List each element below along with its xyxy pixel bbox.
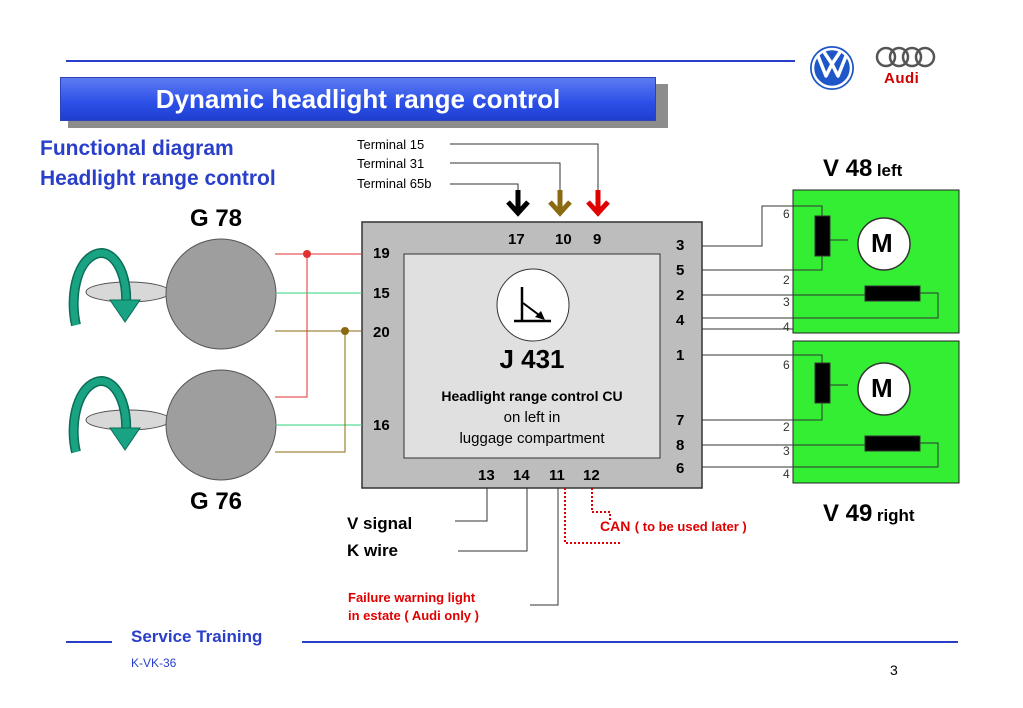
motor-v49-pin-2: 2: [783, 420, 790, 434]
pin-8: 8: [676, 437, 685, 454]
motor-v49-side: right: [876, 506, 915, 525]
terminal-leaders: [450, 143, 599, 192]
motor-v49-internals: [702, 354, 939, 468]
motor-v48-pin-4: 4: [783, 320, 790, 334]
motor-v49-code: V 49: [823, 500, 873, 527]
motor-v48-internals: [701, 205, 939, 330]
terminal-15-arrow-icon: [586, 190, 610, 217]
transistor-symbol-icon: [496, 268, 570, 342]
motor-v48-side: left: [876, 161, 903, 180]
pin-17: 17: [508, 231, 525, 248]
k-wire-label: K wire: [347, 541, 399, 560]
failure-warning-line-1: Failure warning light: [348, 590, 476, 605]
audi-rings-icon: [875, 46, 936, 68]
terminal-65b-arrow-icon: [506, 190, 530, 217]
sensor-g78-label: G 78: [190, 205, 243, 232]
control-unit-id: J 431: [499, 344, 565, 374]
sensor-g76-label: G 76: [190, 488, 243, 515]
footer-code: K-VK-36: [131, 656, 177, 670]
motor-v48-pin-3: 3: [783, 295, 790, 309]
pin-2: 2: [676, 287, 685, 304]
pin-16: 16: [373, 417, 390, 434]
pin-6: 6: [676, 460, 685, 477]
motor-v48-icon: [857, 217, 911, 271]
subtitle-line-1: Functional diagram: [40, 137, 234, 160]
failure-warning-line-2: in estate ( Audi only ): [348, 608, 479, 623]
vw-logo-icon: [810, 46, 854, 90]
can-label: CAN ( to be used later ): [600, 518, 747, 536]
terminal-31-label: Terminal 31: [357, 156, 425, 171]
pin-20: 20: [373, 324, 390, 341]
pin-7: 7: [676, 412, 685, 429]
pin-4: 4: [676, 312, 685, 329]
pin-1: 1: [676, 347, 685, 364]
page-title: Dynamic headlight range control: [60, 77, 656, 121]
terminal-65b-label: Terminal 65b: [357, 176, 432, 191]
sensor-wires: [275, 250, 362, 453]
v-signal-label: V signal: [347, 514, 413, 533]
pin-13: 13: [478, 467, 495, 484]
pin-3: 3: [676, 237, 685, 254]
motor-v49-icon: [857, 362, 911, 416]
motor-v49-pin-3: 3: [783, 444, 790, 458]
rotation-arrow-lower-icon: [68, 376, 141, 454]
motor-v48-symbol: M: [871, 228, 893, 258]
subtitle-line-2: Headlight range control: [40, 167, 276, 190]
motor-v49-pin-6: 6: [783, 358, 790, 372]
pin-5: 5: [676, 262, 685, 279]
motor-v49-symbol: M: [871, 373, 893, 403]
footer-service-training: Service Training: [131, 627, 263, 646]
pin-15: 15: [373, 285, 390, 302]
motor-v49-label: V 49 right: [823, 500, 915, 528]
pin-14: 14: [513, 467, 530, 484]
can-note: ( to be used later ): [634, 519, 747, 534]
bottom-signal-wires: [455, 488, 620, 606]
pin-11: 11: [549, 467, 565, 484]
control-unit-name: Headlight range control CU: [441, 388, 623, 404]
terminal-15-label: Terminal 15: [357, 137, 425, 152]
motor-v49-pin-4: 4: [783, 467, 790, 481]
control-unit-location-2: luggage compartment: [459, 430, 605, 447]
motor-v48-pin-2: 2: [783, 273, 790, 287]
motor-v48-code: V 48: [823, 155, 873, 182]
can-text: CAN: [600, 518, 631, 534]
rotation-arrow-upper-icon: [68, 248, 141, 327]
motor-v48-pin-6: 6: [783, 207, 790, 221]
motor-v48-label: V 48 left: [823, 155, 902, 183]
control-unit-location-1: on left in: [503, 409, 561, 426]
pin-10: 10: [555, 231, 572, 248]
terminal-31-arrow-icon: [548, 190, 572, 217]
audi-wordmark: Audi: [884, 70, 920, 87]
pin-19: 19: [373, 245, 390, 262]
page-number: 3: [890, 662, 898, 678]
pin-9: 9: [593, 231, 602, 248]
pin-12: 12: [583, 467, 600, 484]
